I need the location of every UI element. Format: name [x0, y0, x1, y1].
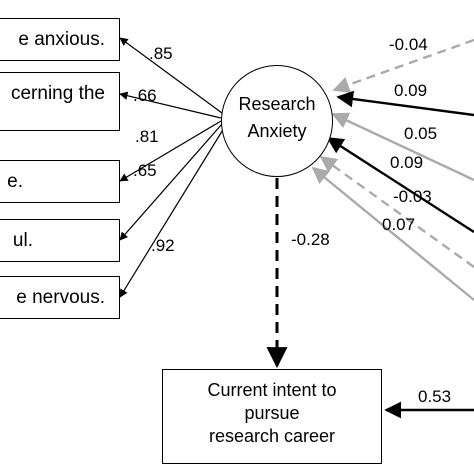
loading-label-1: .85 [149, 44, 173, 63]
loading-label-5: .92 [151, 236, 175, 255]
predictor-path-6 [311, 166, 474, 301]
predictor-label-6: 0.07 [382, 215, 416, 234]
loading-label-2: .66 [133, 86, 157, 105]
predictor-path-1 [332, 38, 474, 93]
item-box-2: cerning the [0, 72, 120, 131]
item-box-3: e. [0, 160, 120, 203]
loading-arrow-2 [119, 91, 222, 119]
predictor-label-2: 0.09 [394, 81, 428, 100]
item-box-4: ul. [0, 219, 120, 262]
predictor-label-5: -0.03 [393, 187, 432, 206]
predictor-label-1: -0.04 [389, 35, 428, 54]
predictor-path-2 [336, 90, 474, 117]
predictor-path-3 [331, 112, 474, 182]
predictor-label-3: 0.05 [404, 124, 438, 143]
outcome-line1: Current intent to [207, 380, 337, 400]
item-text-1: e anxious. [18, 29, 105, 50]
outcome-predictor-label: 0.53 [418, 387, 452, 406]
item-text-2: cerning the [10, 83, 105, 104]
predictor-label-4: 0.09 [390, 153, 424, 172]
outcome-box: Current intent to pursue research career [162, 369, 382, 464]
research-anxiety-node: Research Anxiety [221, 65, 333, 177]
item-text-4: ul. [12, 230, 33, 251]
loading-arrow-1 [119, 37, 223, 114]
loading-arrow-3 [119, 120, 222, 182]
item-box-5: e nervous. [0, 276, 120, 319]
predictor-path-5 [319, 156, 474, 268]
construct-label-line1: Research [238, 94, 316, 114]
outcome-line2: pursue [244, 403, 300, 423]
loading-label-4: .65 [133, 161, 157, 180]
item-box-1: e anxious. [0, 18, 120, 61]
loading-label-3: .81 [135, 127, 159, 146]
item-text-5: e nervous. [16, 287, 105, 308]
outcome-line3: research career [208, 426, 336, 446]
construct-label-line2: Anxiety [247, 121, 307, 141]
loading-arrow-4 [119, 123, 223, 241]
anxiety-outcome-label: -0.28 [291, 230, 330, 249]
item-text-3: e. [7, 171, 23, 192]
loading-arrow-5 [119, 127, 225, 298]
predictor-path-4 [326, 136, 474, 234]
